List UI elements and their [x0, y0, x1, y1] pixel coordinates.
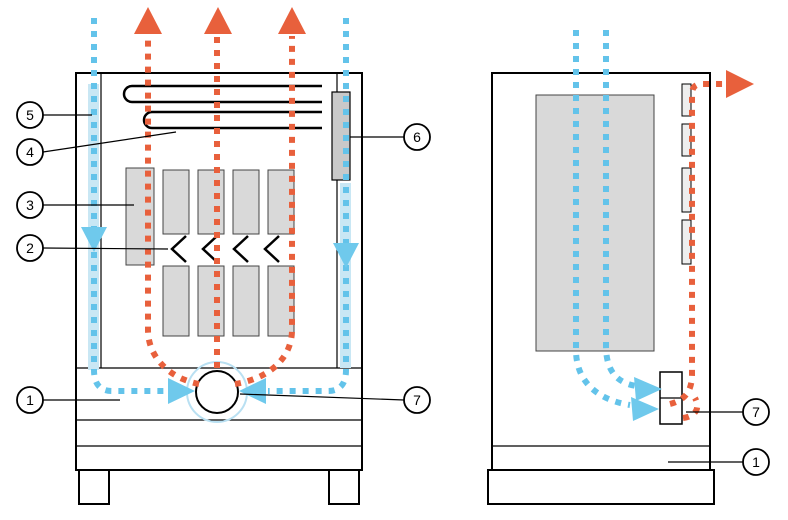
callout-2-label: 2 — [26, 240, 34, 256]
callout-4 — [16, 138, 44, 166]
callout-1-side — [742, 448, 770, 476]
cool-air-path — [573, 30, 631, 408]
callout-5-label: 5 — [26, 107, 34, 123]
module — [162, 169, 190, 235]
module — [267, 265, 295, 337]
cool-air-inflow-arrow-icon — [634, 377, 662, 401]
side-view: 7 1 — [487, 30, 770, 505]
right-cool-air-channel — [340, 183, 351, 368]
cool-air-path — [268, 18, 349, 394]
callout-1-side-label: 1 — [752, 454, 760, 470]
front-view: 5 4 3 2 1 6 7 — [16, 7, 431, 505]
front-right-foot — [328, 469, 360, 505]
hot-air-up-arrow-icon — [204, 7, 232, 34]
callout-7-side — [742, 398, 770, 426]
callout-2 — [16, 234, 44, 262]
module — [232, 265, 260, 337]
side-callouts: 7 1 — [668, 398, 770, 476]
callout-1 — [16, 386, 44, 414]
module — [162, 265, 190, 337]
hot-air-flow-side — [669, 70, 754, 421]
callout-7-leader — [239, 393, 405, 401]
callout-6-label: 6 — [413, 129, 421, 145]
callout-5 — [16, 101, 44, 129]
hot-air-up-arrow-icon — [134, 7, 162, 34]
cool-air-path — [603, 30, 637, 389]
callout-7 — [403, 386, 431, 414]
heater-coil-lower — [142, 110, 322, 130]
callout-4-label: 4 — [26, 144, 34, 160]
hot-air-path — [145, 36, 200, 387]
side-interior-panel — [535, 94, 655, 352]
cool-air-flow-side — [573, 30, 662, 421]
chevron-icon — [201, 235, 218, 263]
cool-air-down-arrow-icon — [333, 243, 359, 268]
cool-air-inflow-arrow-icon — [239, 378, 266, 404]
hot-air-path — [682, 396, 701, 421]
module — [197, 265, 225, 337]
callout-4-leader — [42, 131, 177, 153]
hot-air-path — [669, 81, 724, 407]
chevron-icon — [263, 235, 280, 263]
hot-air-flow-front — [134, 7, 306, 387]
cool-air-flow-front — [81, 18, 359, 404]
module — [197, 169, 225, 235]
chevron-icon — [232, 235, 249, 263]
callout-7-label: 7 — [413, 392, 421, 408]
callout-3-label: 3 — [26, 197, 34, 213]
cool-air-inflow-arrow-icon — [168, 378, 195, 404]
hot-air-up-arrow-icon — [278, 7, 306, 34]
hot-air-exit-arrow-icon — [726, 70, 754, 98]
module — [232, 169, 260, 235]
front-callouts: 5 4 3 2 1 6 7 — [16, 101, 431, 414]
callout-1-label: 1 — [26, 392, 34, 408]
chevron-icon — [170, 235, 187, 263]
heater-coil-upper — [122, 84, 322, 104]
callout-2-leader — [42, 247, 169, 250]
cool-air-down-arrow-icon — [81, 227, 107, 252]
callout-3 — [16, 191, 44, 219]
fan-chevron-group — [170, 235, 280, 263]
side-plinth — [487, 469, 715, 505]
callout-7-side-label: 7 — [752, 404, 760, 420]
callout-6 — [403, 123, 431, 151]
front-left-foot — [78, 469, 110, 505]
cool-air-inflow-arrow-icon — [631, 397, 659, 421]
cool-air-path — [91, 18, 166, 394]
blower-circle — [195, 370, 239, 414]
